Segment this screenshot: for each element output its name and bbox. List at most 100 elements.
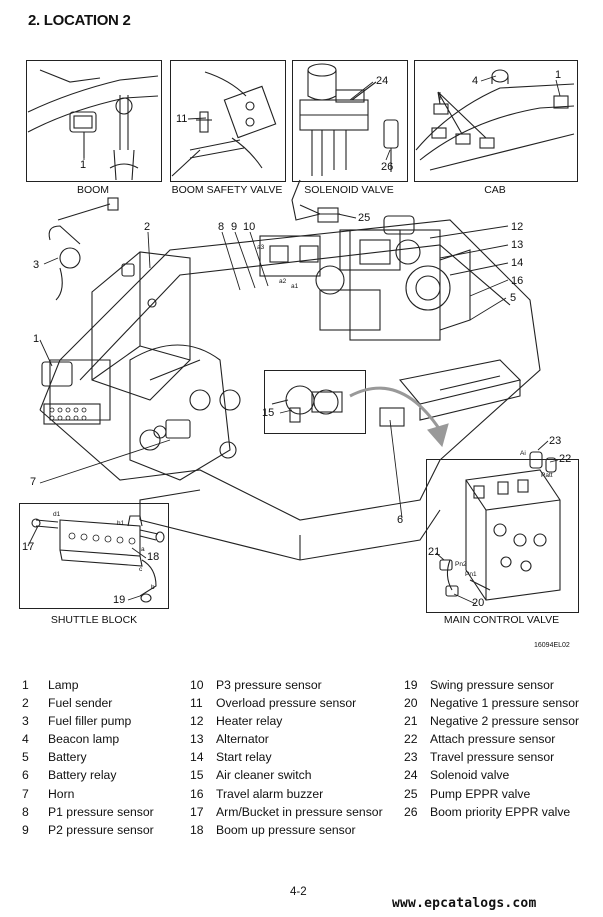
port-label-pn2: Pn2 [455, 561, 467, 568]
legend-number: 16 [190, 786, 204, 801]
legend-number: 7 [22, 786, 29, 801]
legend-label: Solenoid valve [430, 768, 510, 783]
callout-1-cab: 1 [555, 69, 562, 81]
legend-number: 17 [190, 804, 204, 819]
port-label-pn1: Pn1 [465, 571, 477, 578]
callout-4: 4 [472, 75, 479, 87]
shuttle-block-drawing [31, 515, 165, 603]
boom-safety-valve-drawing [171, 71, 277, 177]
legend-label: Lamp [48, 678, 79, 692]
port-label-a2: a2 [279, 278, 287, 285]
cab-drawing [415, 69, 575, 171]
watermark-text: www.epcatalogs.com [392, 896, 537, 911]
callout-26: 26 [381, 161, 394, 173]
legend-number: 21 [404, 714, 418, 729]
legend-number: 19 [404, 678, 418, 692]
port-label-h1: h1 [117, 520, 125, 527]
legend-label: Air cleaner switch [216, 768, 312, 783]
legend-number: 8 [22, 804, 29, 819]
callout-2: 2 [144, 221, 151, 233]
solenoid-valve-panel [292, 60, 408, 182]
legend-number: 5 [22, 750, 29, 765]
port-label-d1: d1 [53, 511, 61, 518]
callout-5: 5 [510, 292, 517, 304]
port-label-patt: Patt [541, 472, 553, 479]
port-label-c: c [139, 566, 143, 573]
callout-21: 21 [428, 546, 441, 558]
legend-item: 16 Travel alarm buzzer [190, 787, 383, 805]
legend-label: Battery relay [48, 768, 117, 783]
legend-number: 25 [404, 786, 418, 801]
port-label-a3: a3 [257, 244, 265, 251]
callout-20: 20 [472, 597, 485, 609]
shuttle-block-caption: SHUTTLE BLOCK [50, 614, 138, 626]
legend-number: 9 [22, 822, 29, 837]
legend-item: 5 Battery [22, 750, 154, 768]
legend-label: Boom priority EPPR valve [430, 804, 571, 819]
boom-safety-valve-caption: BOOM SAFETY VALVE [171, 184, 283, 196]
legend-number: 11 [190, 696, 203, 711]
legend-label: Alternator [216, 732, 269, 747]
boom-caption: BOOM [76, 184, 110, 196]
legend-label: Travel alarm buzzer [216, 786, 324, 801]
port-label-b: b [151, 584, 155, 591]
legend-label: Horn [48, 786, 75, 801]
legend-label: Start relay [216, 750, 272, 765]
callout-12: 12 [511, 221, 524, 233]
legend-label: Battery [48, 750, 87, 765]
legend-number: 13 [190, 732, 204, 747]
legend-label: P3 pressure sensor [216, 678, 322, 692]
legend-number: 22 [404, 732, 418, 747]
callout-13: 13 [511, 239, 524, 251]
legend-item: 15 Air cleaner switch [190, 768, 383, 786]
port-label-ai: Ai [520, 450, 526, 457]
callout-16: 16 [511, 275, 524, 287]
leader-lines [27, 75, 561, 605]
legend-label: Boom up pressure sensor [216, 822, 356, 837]
upper-frame-drawing [39, 179, 541, 561]
legend-label: Fuel sender [48, 696, 113, 711]
callout-11: 11 [176, 113, 188, 125]
callout-18: 18 [147, 551, 160, 563]
callout-3: 3 [33, 259, 40, 271]
legend-label: Swing pressure sensor [430, 678, 554, 692]
legend-item: 8 P1 pressure sensor [22, 805, 154, 823]
main-control-valve-caption: MAIN CONTROL VALVE [443, 614, 560, 626]
legend-number: 15 [190, 768, 204, 783]
main-control-valve-drawing [439, 451, 561, 601]
legend-label: Negative 1 pressure sensor [430, 696, 580, 711]
callout-1-frame: 1 [33, 333, 40, 345]
callout-17: 17 [22, 541, 35, 553]
legend-item: 6 Battery relay [22, 768, 154, 786]
legend-label: Pump EPPR valve [430, 786, 531, 801]
legend-item: 11 Overload pressure sensor [190, 696, 383, 714]
legend-label: Travel pressure sensor [430, 750, 555, 765]
cab-caption: CAB [484, 184, 506, 196]
callout-1-boom: 1 [80, 159, 87, 171]
figure-code: 16094EL02 [534, 642, 570, 649]
legend-label: Fuel filler pump [48, 714, 132, 729]
callout-8: 8 [218, 221, 225, 233]
legend-label: Overload pressure sensor [216, 696, 357, 711]
legend-number: 4 [22, 732, 29, 747]
legend-number: 2 [22, 696, 29, 711]
callout-9: 9 [231, 221, 238, 233]
solenoid-valve-caption: SOLENOID VALVE [304, 184, 394, 196]
legend-number: 18 [190, 822, 204, 837]
legend-item: 2 Fuel sender [22, 696, 154, 714]
page-number: 4-2 [290, 886, 307, 898]
callout-19: 19 [113, 594, 126, 606]
legend-label: P1 pressure sensor [48, 804, 154, 819]
legend-number: 6 [22, 768, 29, 783]
cab-panel [414, 60, 578, 182]
